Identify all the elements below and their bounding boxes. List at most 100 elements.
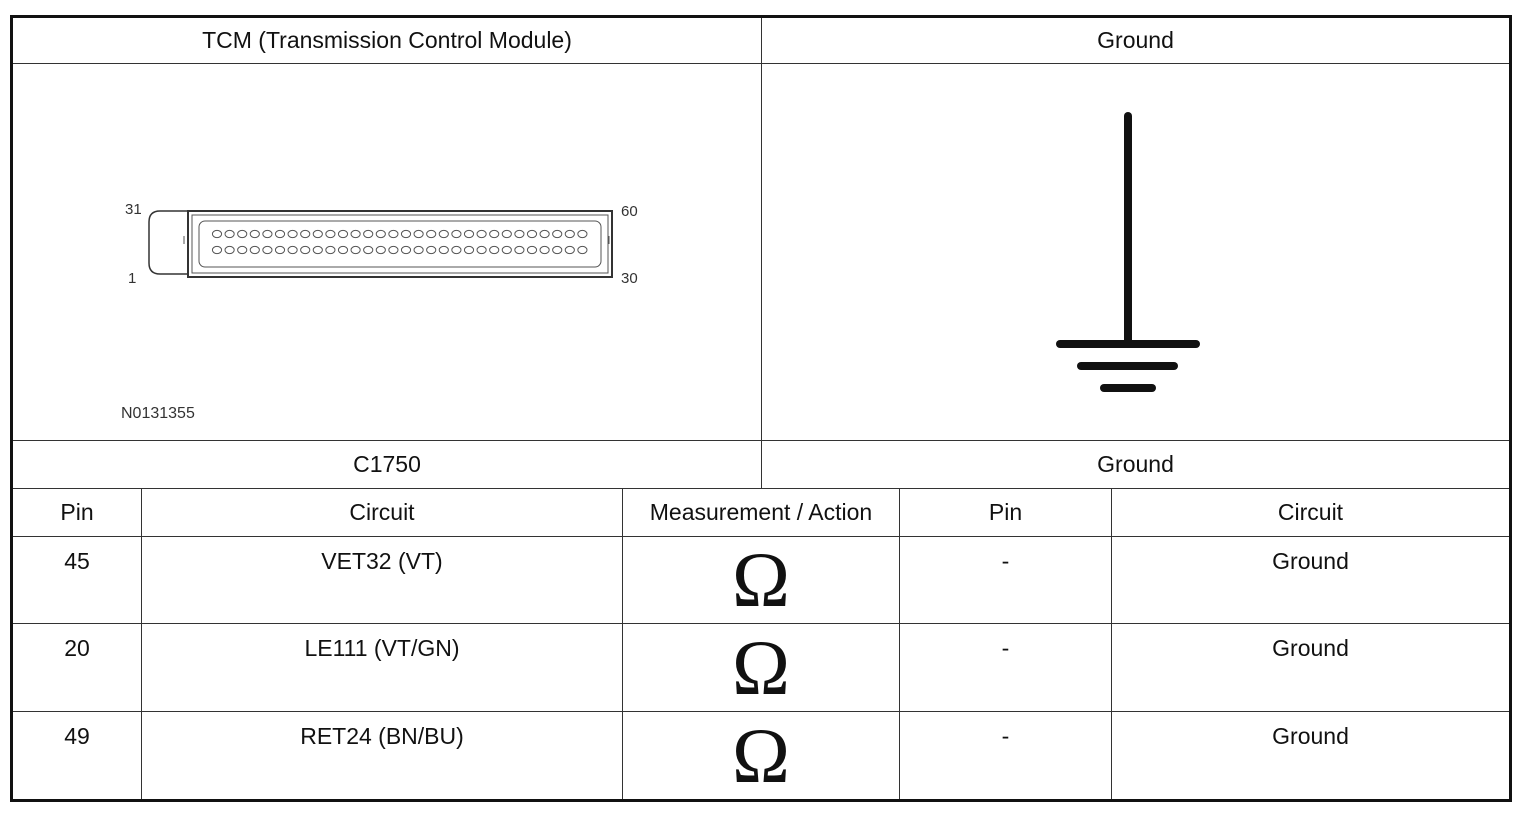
column-header-circuit: Circuit	[349, 499, 415, 525]
row-ground-pin: -	[1001, 723, 1010, 749]
ohm-icon: Ω	[732, 623, 790, 711]
connector-pin-hole	[451, 245, 462, 255]
ground-header: Ground	[1097, 27, 1174, 53]
connector-pin-hole	[539, 229, 550, 239]
grid-line	[622, 488, 623, 799]
connector-pin-hole	[400, 245, 412, 255]
row-circuit: LE111 (VT/GN)	[304, 635, 460, 661]
row-pin: 49	[64, 723, 90, 749]
connector-pin-hole	[375, 245, 386, 255]
connector-pin-hole	[312, 245, 323, 255]
row-circuit: RET24 (BN/BU)	[300, 723, 464, 749]
connector-pin-hole	[312, 229, 323, 239]
connector-pin-hole	[363, 229, 374, 239]
grid-line	[1111, 488, 1112, 799]
pin-label-bottom-right: 30	[621, 270, 638, 287]
connector-pin-hole	[514, 245, 525, 255]
connector-pin-hole	[577, 245, 588, 255]
connector-pin-hole	[463, 229, 475, 239]
grid-line	[899, 488, 900, 799]
connector-pin-hole	[438, 229, 449, 239]
test-table	[10, 15, 1512, 802]
ground-icon	[1056, 112, 1200, 392]
connector-pin-hole	[564, 229, 575, 239]
connector-pin-hole	[287, 245, 298, 255]
row-ground-pin: -	[1001, 548, 1010, 574]
tcm-header: TCM (Transmission Control Module)	[202, 27, 572, 53]
connector-pin-hole	[463, 245, 475, 255]
connector-pin-hole	[211, 229, 223, 239]
connector-pin-hole	[249, 229, 260, 239]
connector-pin-hole	[552, 245, 563, 255]
connector-pin-hole	[489, 245, 500, 255]
connector-pin-hole	[426, 229, 437, 239]
connector-pin-hole	[325, 229, 336, 239]
row-ground-circuit: Ground	[1272, 723, 1349, 749]
connector-pin-hole	[388, 229, 399, 239]
part-number: N0131355	[121, 405, 195, 422]
connector-pin-hole	[224, 229, 235, 239]
connector-pin-hole	[224, 245, 235, 255]
connector-pin-hole	[287, 229, 298, 239]
connector-pin-hole	[237, 229, 248, 239]
grid-line	[761, 18, 762, 488]
connector-pin-hole	[337, 245, 349, 255]
column-header-circuit-ground: Circuit	[1277, 499, 1344, 525]
connector-pin-hole	[577, 229, 588, 239]
connector-pin-hole	[350, 245, 361, 255]
ohm-icon: Ω	[732, 711, 790, 799]
row-measurement: Ω	[623, 537, 899, 623]
connector-pin-hole	[501, 245, 512, 255]
row-pin: 20	[64, 635, 90, 661]
connector-label: C1750	[353, 451, 421, 477]
connector-pin-hole	[300, 245, 311, 255]
row-ground-circuit: Ground	[1272, 635, 1349, 661]
ground-label: Ground	[1097, 451, 1174, 477]
row-pin: 45	[64, 548, 90, 574]
connector-pin-hole	[350, 229, 361, 239]
connector-pin-hole	[501, 229, 512, 239]
pin-label-bottom-left: 1	[128, 270, 136, 287]
connector-pin-hole	[262, 245, 273, 255]
connector-pin-hole	[337, 229, 349, 239]
connector-pin-hole	[325, 245, 336, 255]
grid-line	[13, 488, 1509, 489]
row-measurement: Ω	[623, 624, 899, 711]
connector-pin-hole	[438, 245, 449, 255]
connector-pin-hole	[526, 245, 538, 255]
row-ground-pin: -	[1001, 635, 1010, 661]
connector-pin-hole	[400, 229, 412, 239]
connector-pin-hole	[514, 229, 525, 239]
connector-pin-hole	[237, 245, 248, 255]
connector-pin-hole	[274, 229, 286, 239]
connector-pin-hole	[262, 229, 273, 239]
grid-line	[13, 711, 1509, 712]
ohm-icon: Ω	[732, 536, 790, 623]
connector-pin-hole	[388, 245, 399, 255]
connector-pin-hole	[300, 229, 311, 239]
row-ground-circuit: Ground	[1272, 548, 1349, 574]
connector-pin-hole	[552, 229, 563, 239]
grid-line	[13, 536, 1509, 537]
connector-pin-hole	[211, 245, 223, 255]
pin-label-top-right: 60	[621, 203, 638, 220]
connector-pin-hole	[489, 229, 500, 239]
connector-pin-hole	[249, 245, 260, 255]
connector-pin-hole	[375, 229, 386, 239]
connector-pin-hole	[526, 229, 538, 239]
connector-pin-hole	[564, 245, 575, 255]
grid-line	[13, 623, 1509, 624]
connector-pins	[211, 229, 588, 255]
connector-pin-hole	[539, 245, 550, 255]
connector-pin-hole	[476, 245, 487, 255]
connector-pin-hole	[413, 229, 424, 239]
grid-line	[141, 488, 142, 799]
connector-body	[148, 210, 613, 278]
connector-pin-hole	[274, 245, 286, 255]
connector-diagram: 31 60 1 30 N0131355	[121, 201, 638, 422]
connector-pin-hole	[413, 245, 424, 255]
column-header-measurement: Measurement / Action	[649, 499, 873, 525]
column-header-pin-ground: Pin	[988, 499, 1023, 525]
connector-pin-hole	[363, 245, 374, 255]
connector-pin-hole	[476, 229, 487, 239]
